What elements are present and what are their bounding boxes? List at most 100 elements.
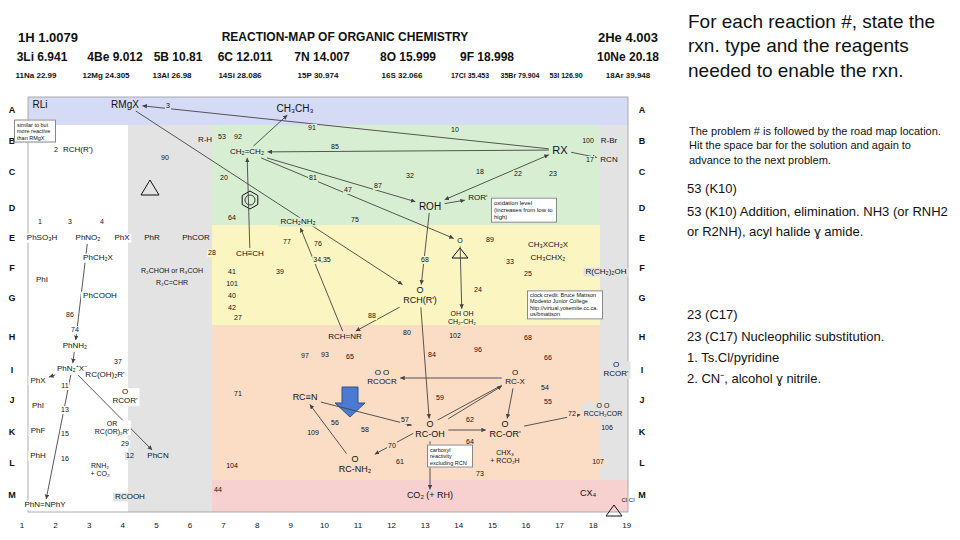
node-text: R-Br [601, 137, 617, 146]
reaction-number: 65 [345, 353, 355, 361]
compound-node: PhX [112, 234, 131, 243]
benzene-symbol [245, 195, 255, 205]
reaction-number: 68 [523, 334, 533, 342]
reaction-number: 53 [217, 133, 227, 141]
node-text: carboxyl reactivity excluding RCN [430, 447, 470, 466]
node-text: RCN [600, 156, 617, 165]
reaction-number: 87 [373, 182, 383, 190]
reaction-number: 37 [113, 358, 123, 366]
reaction-number: 81 [308, 174, 318, 182]
node-text: ROR' [468, 194, 487, 203]
yellow-band [212, 225, 600, 325]
problem-heading: 23 (C17) [686, 308, 739, 323]
node-text: RCH(R') [63, 146, 93, 155]
reaction-number: 74 [70, 326, 80, 334]
reaction-number: 101 [225, 280, 239, 288]
node-text: PhI [32, 402, 44, 411]
column-number: 19 [621, 521, 632, 530]
column-number: 1 [19, 521, 25, 530]
row-letter: L [8, 458, 16, 468]
column-number: 8 [254, 521, 260, 530]
slide-heading: For each reaction #, state the rxn. type… [688, 10, 938, 83]
compound-node: ROR' [466, 194, 489, 203]
node-text: RC-OR' [489, 430, 520, 440]
compound-node: ORC-OH [413, 420, 447, 440]
column-number: 17 [554, 521, 565, 530]
element-symbol: 10Ne 20.18 [596, 51, 660, 65]
reaction-number: 54 [540, 384, 550, 392]
reaction-arrow [78, 375, 152, 450]
reaction-number: 68 [420, 256, 430, 264]
reaction-number: 56 [330, 419, 340, 427]
node-text: R(CH₂)₂OH [586, 268, 627, 277]
compound-node: O ORCCH₂COR [582, 402, 625, 417]
reaction-number: 90 [160, 154, 170, 162]
reaction-number: 59 [435, 394, 445, 402]
node-text: RCOCR [367, 378, 396, 387]
reaction-number: 15 [60, 430, 70, 438]
node-text: O O [584, 402, 623, 410]
instruction-note: The problem # is followed by the road ma… [688, 124, 955, 167]
reaction-arrow [46, 375, 71, 499]
node-text: O [603, 361, 628, 370]
compound-node: CHX₃+ RCO₂H [488, 449, 521, 464]
column-number: 7 [220, 521, 226, 530]
row-letter: I [640, 365, 645, 375]
reaction-number: 18 [475, 168, 485, 176]
compound-node: RNH₂+ CO₂ [88, 462, 111, 477]
node-text: PhI [36, 276, 48, 285]
reaction-number: 55 [543, 398, 553, 406]
reaction-number: 47 [343, 186, 353, 194]
node-text: O [457, 237, 462, 245]
node-text: PhH [30, 452, 46, 461]
column-number: 15 [487, 521, 498, 530]
node-text: RCOR' [603, 370, 628, 379]
reaction-number: 71 [233, 390, 243, 398]
row-letter: K [8, 427, 17, 437]
element-symbol: 14Si 28.086 [217, 71, 262, 80]
node-text: RCCH₂COR [584, 410, 623, 418]
compound-node: PhCOR [180, 234, 212, 243]
compound-node: PhI [34, 276, 50, 285]
reaction-number: 77 [282, 238, 292, 246]
node-text: R₂C=CHR [156, 279, 188, 287]
reaction-number: 17 [585, 156, 595, 164]
element-symbol: 8O 15.999 [379, 51, 437, 65]
reaction-arrow [448, 386, 501, 419]
compound-node: PhF [29, 427, 48, 436]
reaction-number: 29 [120, 440, 130, 448]
compound-node: CH≡CH [234, 250, 266, 259]
reaction-number: 13 [60, 406, 70, 414]
node-text: RCH=NR [328, 333, 362, 342]
reaction-number: 3 [165, 102, 171, 110]
reaction-number: 39 [275, 268, 285, 276]
reaction-arrow [247, 158, 250, 248]
reaction-number: 41 [227, 268, 237, 276]
reaction-number: 100 [581, 137, 595, 145]
node-text: (increases from low to high) [494, 207, 554, 221]
node-text: PhCN [147, 452, 168, 461]
reaction-number: 76 [313, 240, 323, 248]
reaction-arrow [507, 388, 513, 418]
node-text: RCH₂NH₂ [280, 218, 315, 227]
reaction-number: 16 [60, 455, 70, 463]
element-symbol: 3Li 6.941 [16, 51, 69, 65]
compound-node: RX [550, 144, 569, 156]
reaction-number: 20 [219, 174, 229, 182]
compound-node: PhNO₂ [74, 234, 103, 243]
solution-text: 53 (K10) Addition, elimination. NH3 (or … [686, 202, 950, 241]
element-symbol: 9F 18.998 [459, 51, 515, 65]
reaction-number: 104 [225, 462, 239, 470]
element-symbol: 53I 126.90 [548, 72, 583, 80]
node-text: PhX [114, 234, 129, 243]
row-letter: E [638, 233, 646, 243]
note-box: carboxyl reactivity excluding RCN [427, 445, 473, 468]
node-text: CH≡CH [236, 250, 264, 259]
node-text: + RCO₂H [490, 457, 519, 465]
compound-node: CH₃CH₃ [274, 103, 315, 114]
solution-text: 23 (C17) Nucleophilic substitution. [686, 330, 885, 345]
node-text: PhN=NPhY [24, 501, 65, 510]
reaction-number: 34,35 [312, 256, 332, 264]
element-symbol: 2He 4.003 [597, 31, 659, 46]
benzene-symbol [242, 191, 258, 209]
